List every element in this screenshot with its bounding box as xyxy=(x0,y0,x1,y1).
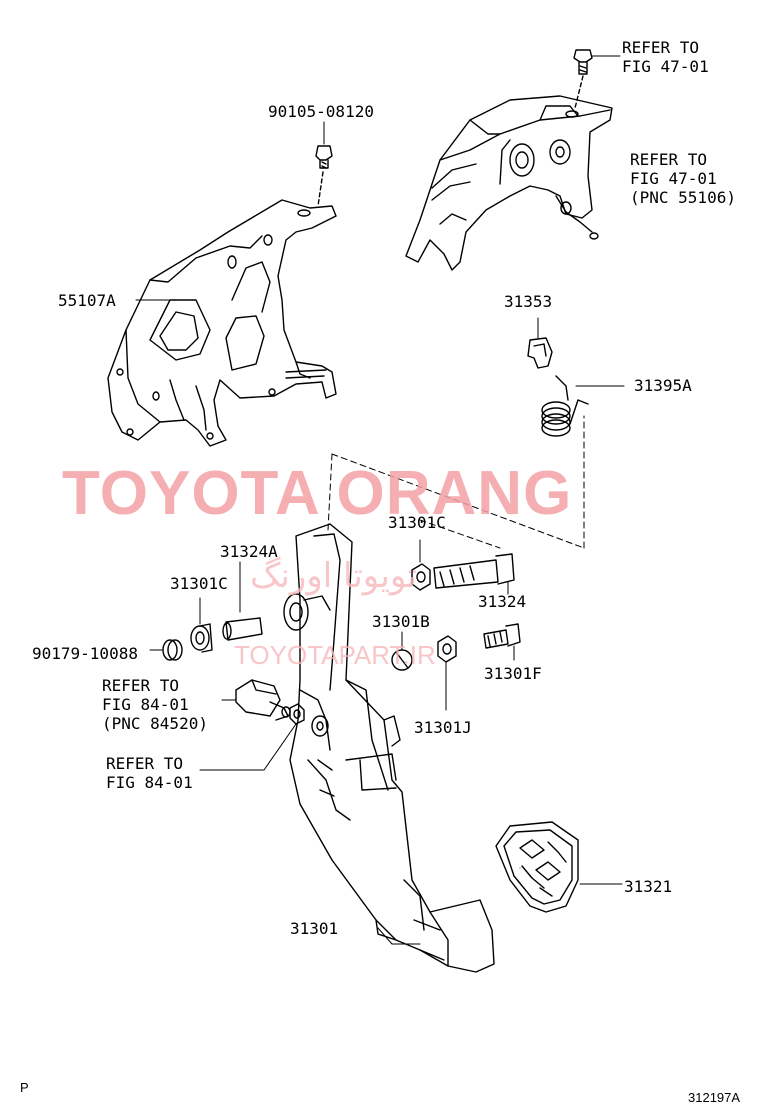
label-part-90105-08120: 90105-08120 xyxy=(268,102,374,121)
pedal-bracket-55107a xyxy=(107,199,337,447)
footer-left-code: P xyxy=(20,1080,29,1095)
label-refer-fig-47-01-a: REFER TO FIG 47-01 xyxy=(622,38,709,76)
label-part-31353: 31353 xyxy=(504,292,553,311)
label-part-31301b: 31301B xyxy=(372,612,430,631)
bolt-31301f xyxy=(483,623,521,661)
pivot-bolt-31324 xyxy=(433,553,515,595)
booster-bracket xyxy=(405,95,613,271)
pedal-pad-31321 xyxy=(495,821,623,913)
label-part-31301f: 31301F xyxy=(484,664,542,683)
bushing-31301c-left xyxy=(190,597,213,653)
label-part-55107a: 55107A xyxy=(58,291,116,310)
switch-nut xyxy=(199,703,305,771)
stopper-ball-31301b xyxy=(391,631,413,671)
assembly-guide-lines xyxy=(327,415,585,549)
label-part-31321: 31321 xyxy=(624,877,673,896)
label-refer-fig-47-01-b: REFER TO FIG 47-01 (PNC 55106) xyxy=(630,150,736,207)
label-part-31301: 31301 xyxy=(290,919,339,938)
label-part-31324: 31324 xyxy=(478,592,527,611)
watermark-site: TOYOTAPART.IR xyxy=(234,640,436,670)
bolt-refer-fig-47 xyxy=(573,49,621,109)
bolt-90105-08120 xyxy=(315,121,333,207)
stopper-31353 xyxy=(527,317,553,369)
label-part-31324a: 31324A xyxy=(220,542,278,561)
label-part-31301j: 31301J xyxy=(414,718,472,737)
watermark-brand: TOYOTA ORANG xyxy=(62,459,573,528)
watermark-persian: تویوتا اورنگ xyxy=(250,556,417,596)
label-refer-fig-84-01-b: REFER TO FIG 84-01 xyxy=(106,754,193,792)
nut-31301c-right xyxy=(411,539,431,591)
label-part-31301c-left: 31301C xyxy=(170,574,228,593)
label-refer-fig-84-01-a: REFER TO FIG 84-01 (PNC 84520) xyxy=(102,676,208,733)
brake-pedal-arm-31301 xyxy=(283,523,495,973)
label-part-90179-10088: 90179-10088 xyxy=(32,644,138,663)
nut-31301j xyxy=(437,635,457,711)
label-part-31301c-right: 31301C xyxy=(388,513,446,532)
leader-lines xyxy=(135,299,521,945)
footer-figure-id: 312197A xyxy=(688,1090,741,1105)
stop-lamp-switch xyxy=(221,679,291,721)
return-spring-31395a xyxy=(541,375,625,437)
label-part-31395a: 31395A xyxy=(634,376,692,395)
bushing-90179-10088 xyxy=(149,639,183,661)
collar-31324a xyxy=(222,561,263,641)
